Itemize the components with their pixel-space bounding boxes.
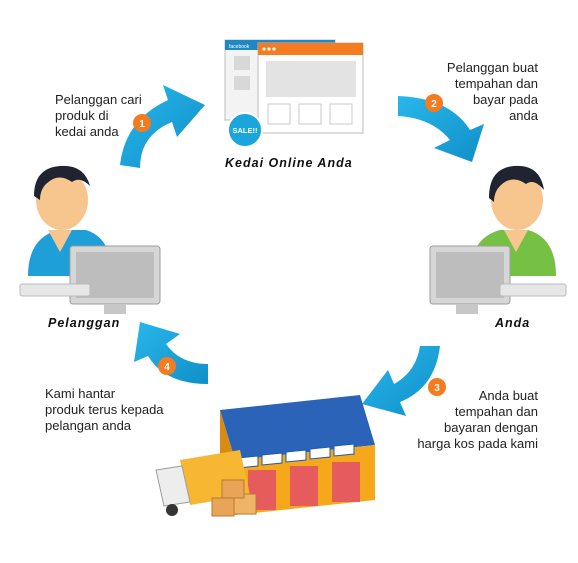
arrow-step-4: 4 [134, 322, 208, 384]
customer-caption: Pelanggan [48, 316, 121, 330]
arrow-step-2: 2 [398, 94, 484, 162]
seller-illustration [429, 165, 567, 314]
step-4-badge: 4 [158, 357, 176, 375]
step-2-badge: 2 [425, 94, 443, 112]
step-3-label: Anda buat tempahan dan bayaran dengan ha… [417, 388, 538, 451]
step-2-number: 2 [431, 99, 437, 110]
shop-caption: Kedai Online Anda [225, 156, 353, 170]
step-1-label: Pelanggan cari produk di kedai anda [55, 92, 142, 139]
warehouse-delivery-illustration [155, 395, 375, 517]
sale-badge: SALE!! [227, 112, 263, 148]
customer-illustration [19, 165, 161, 314]
step-2-label: Pelanggan buat tempahan dan bayar pada a… [446, 60, 538, 123]
sale-badge-text: SALE!! [233, 126, 258, 135]
step-1-badge: 1 [133, 114, 151, 132]
step-3-number: 3 [434, 383, 440, 394]
step-4-label: Kami hantar produk terus kepada pelangan… [45, 386, 164, 433]
step-1-number: 1 [139, 119, 145, 130]
arrow-step-1: 1 [120, 85, 205, 168]
arrow-step-3: 3 [362, 346, 446, 416]
browser-tag: facebook [229, 44, 250, 50]
online-shop-illustration: facebook SALE!! [224, 39, 364, 148]
seller-caption: Anda [495, 316, 531, 330]
step-3-badge: 3 [428, 378, 446, 396]
step-4-number: 4 [164, 362, 170, 373]
